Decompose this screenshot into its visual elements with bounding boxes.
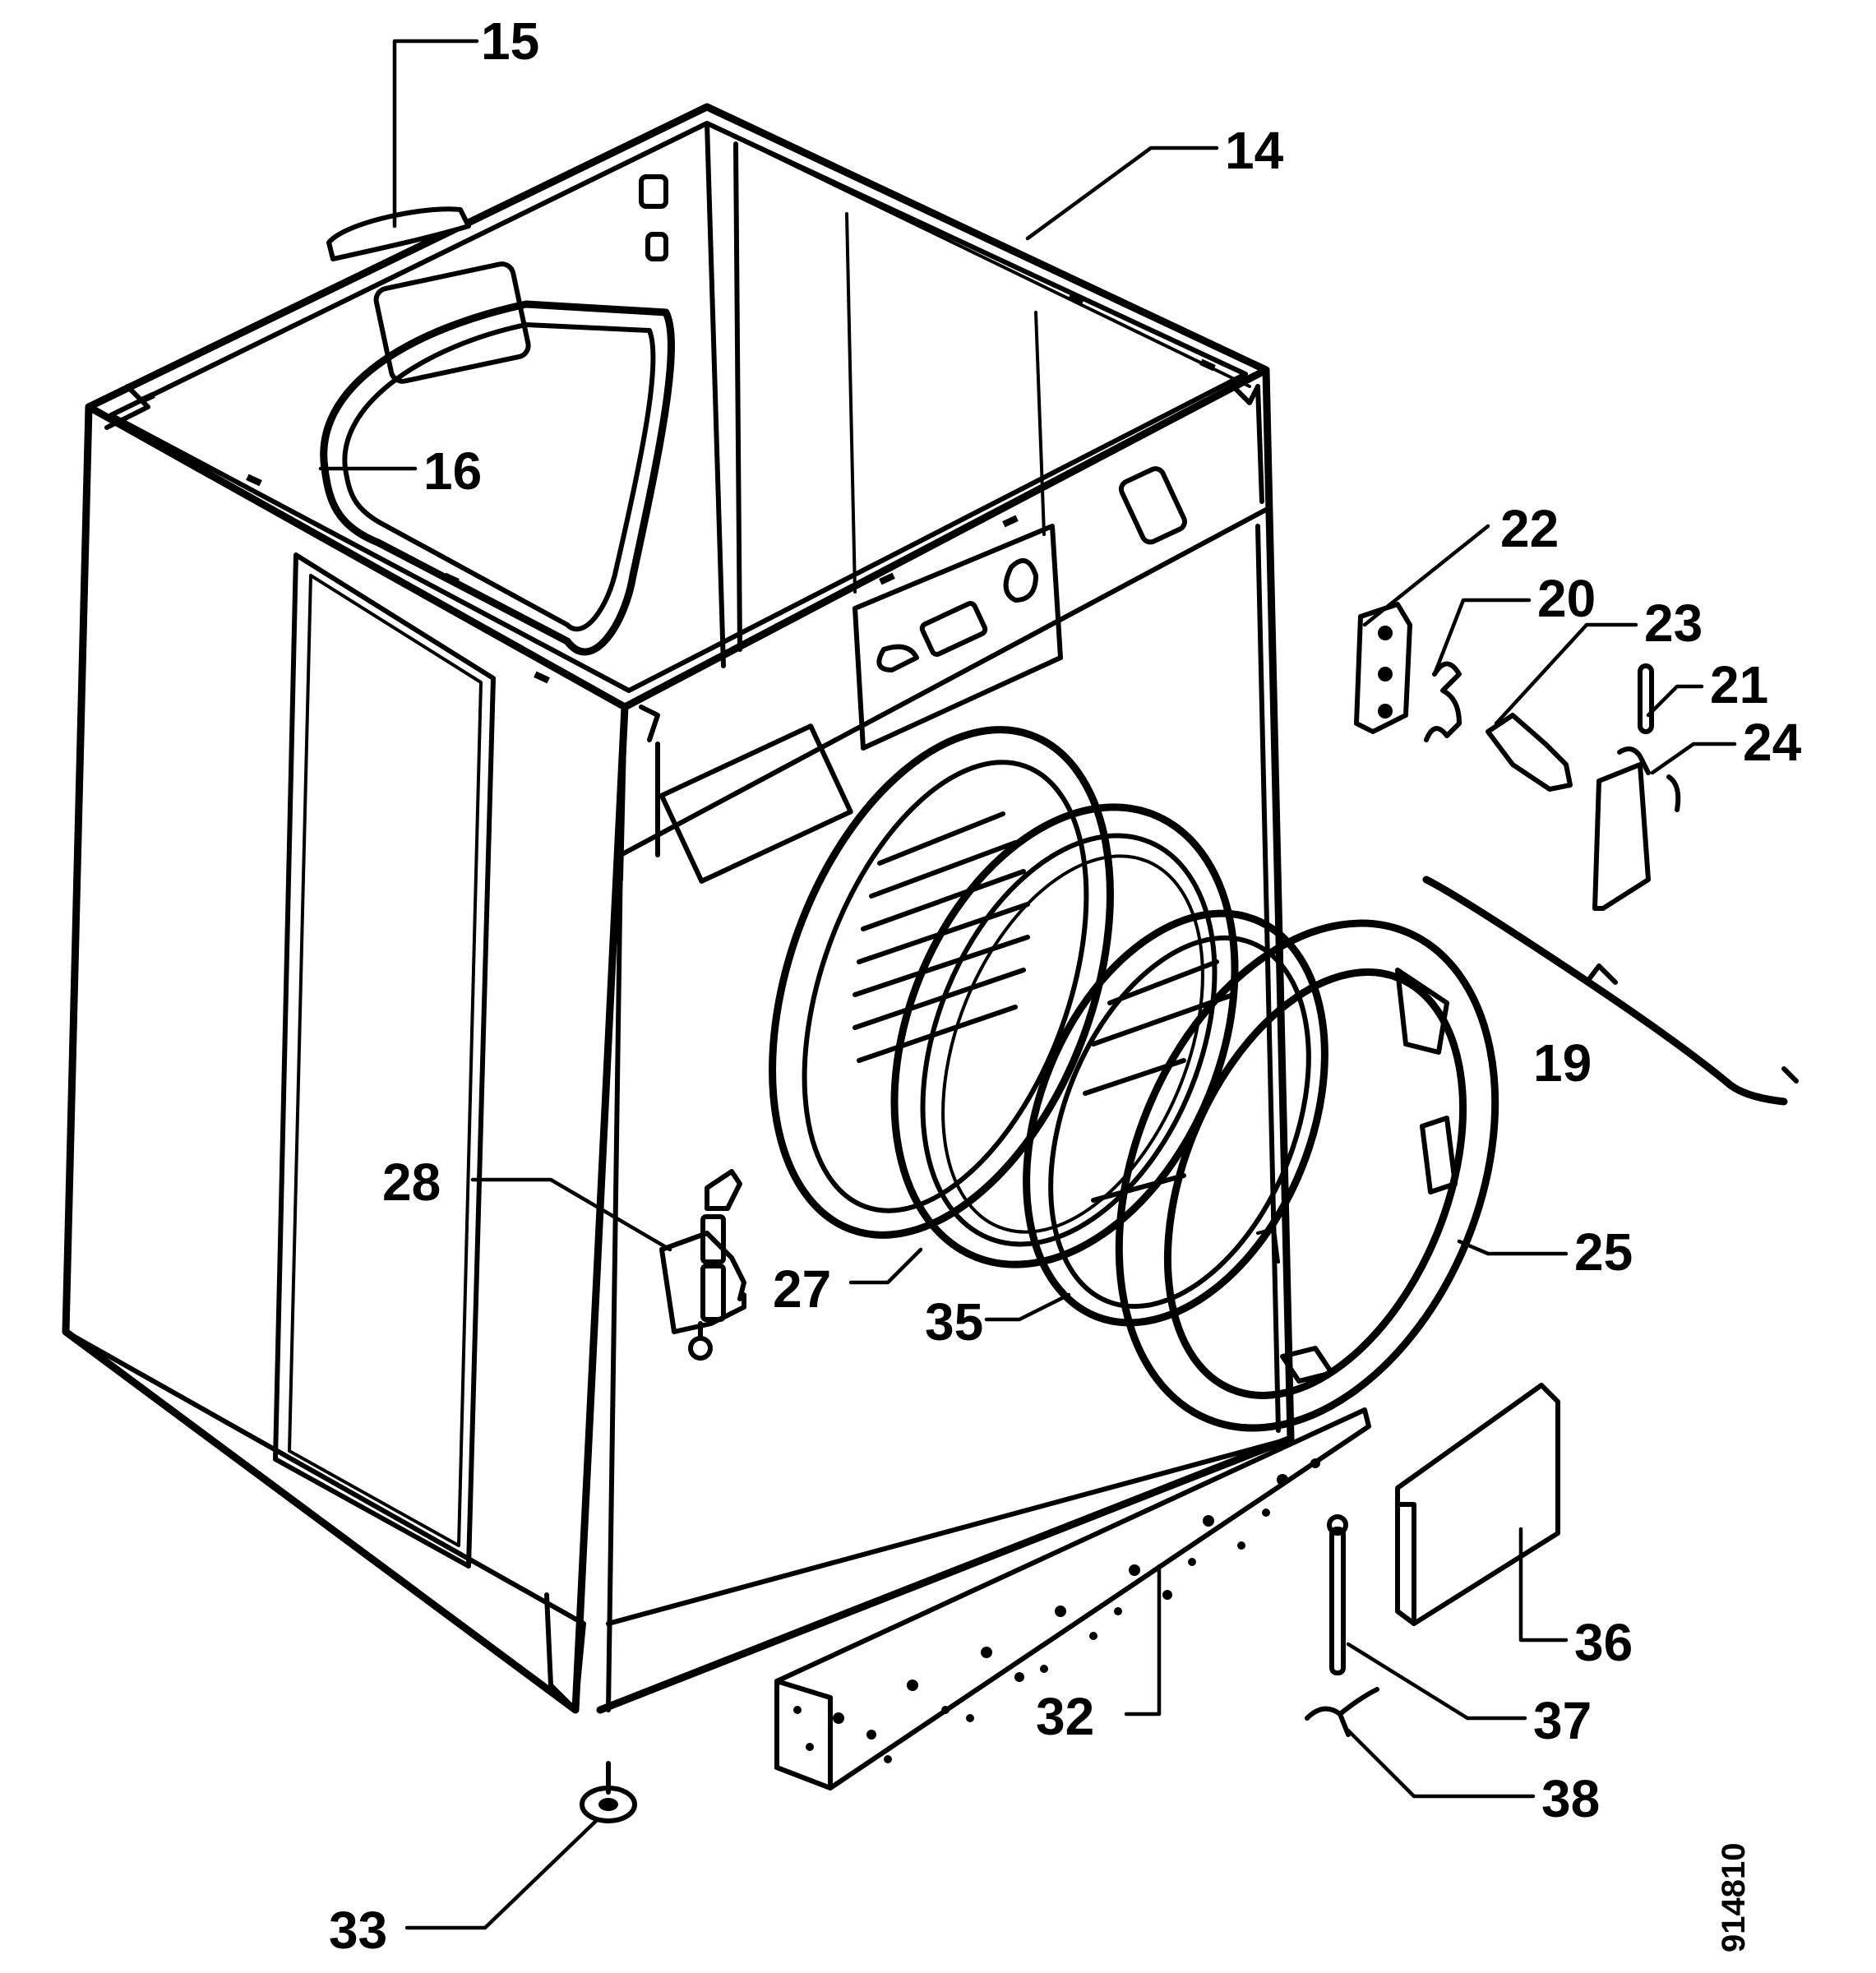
label-15: 15: [481, 12, 539, 71]
label-32: 32: [1036, 1687, 1094, 1746]
label-33: 33: [329, 1901, 387, 1960]
label-21: 21: [1710, 655, 1768, 714]
label-27: 27: [773, 1259, 831, 1319]
rear-panel-openings: [373, 174, 668, 384]
label-37: 37: [1533, 1691, 1592, 1750]
handle-24: [1592, 746, 1681, 911]
part-labels: 15 14 16 22 20 23 21 24 19 25 28 27 35 3…: [329, 12, 1802, 1960]
label-24: 24: [1743, 713, 1802, 772]
label-38: 38: [1541, 1769, 1600, 1828]
label-23: 23: [1644, 594, 1703, 653]
label-36: 36: [1574, 1613, 1633, 1672]
label-19: 19: [1533, 1033, 1592, 1093]
bellows-ring-16: [320, 300, 675, 656]
lock-plate-22: [1354, 602, 1412, 734]
filter-flap-36: [1395, 1383, 1560, 1626]
leader-lines: [318, 39, 1737, 1930]
latch-23: [1486, 713, 1573, 792]
label-28: 28: [382, 1153, 441, 1212]
pin-21: [1638, 663, 1654, 734]
label-35: 35: [925, 1292, 983, 1352]
label-14: 14: [1225, 121, 1284, 180]
door-hinge-28: [659, 1169, 746, 1361]
flap-pin-37: [1327, 1514, 1348, 1675]
adjustable-foot-33: [580, 1761, 637, 1823]
label-16: 16: [423, 441, 482, 501]
rod-19: [1422, 876, 1799, 1106]
drawing-reference: 914810: [1716, 1843, 1752, 1952]
plinth-32: [774, 1407, 1371, 1790]
spring-clip-38: [1305, 1687, 1379, 1737]
top-clip-15: [326, 206, 471, 261]
label-20: 20: [1537, 569, 1596, 628]
spring-20: [1424, 661, 1462, 742]
label-22: 22: [1500, 499, 1559, 558]
plinth-speckle: [793, 1458, 1320, 1763]
label-25: 25: [1574, 1222, 1633, 1282]
control-panel-openings: [658, 466, 1187, 884]
door-frame-25: [1115, 919, 1499, 1432]
